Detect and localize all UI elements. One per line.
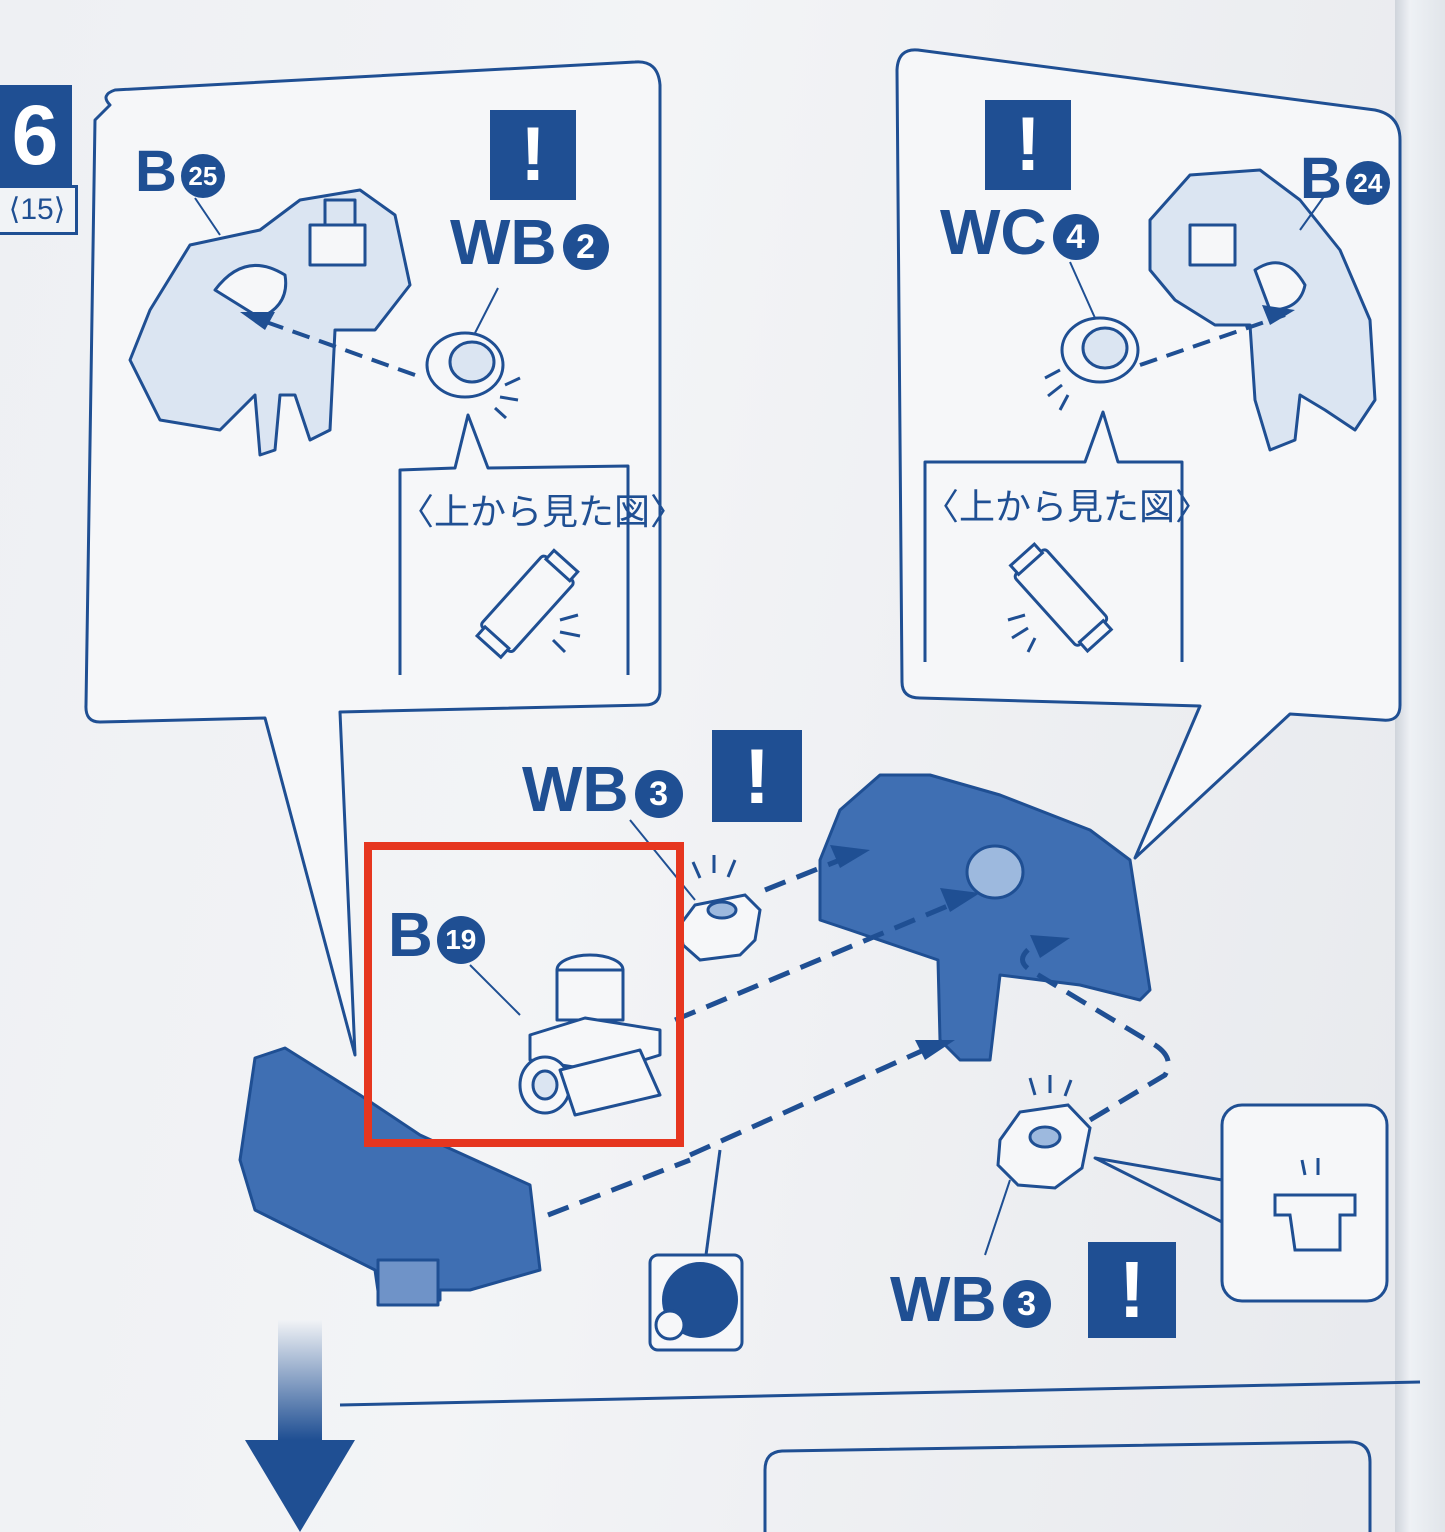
warning-icon: ! bbox=[985, 100, 1071, 190]
arrow-heads bbox=[830, 845, 1070, 1060]
step-reference: ⟨15⟩ bbox=[0, 185, 78, 235]
next-page-edge bbox=[1395, 0, 1445, 1532]
warning-icon: ! bbox=[1088, 1242, 1176, 1338]
main-body-drawing bbox=[818, 773, 1152, 1062]
arrow-down-icon bbox=[245, 1320, 355, 1532]
topview-box-left bbox=[398, 413, 630, 675]
assembly-arrow bbox=[254, 316, 416, 377]
warning-icon: ! bbox=[490, 110, 576, 200]
step-number: 6 bbox=[0, 85, 72, 185]
sticker-circle-icon bbox=[654, 1262, 738, 1341]
topview-part-left bbox=[474, 548, 580, 660]
part-wb2-drawing bbox=[425, 331, 505, 399]
part-b19-drawing bbox=[518, 953, 662, 1117]
part-b24-drawing bbox=[1148, 168, 1377, 452]
part-wc4-drawing bbox=[1060, 316, 1140, 384]
topview-box-right bbox=[923, 410, 1184, 662]
top-view-caption-left: 〈上から見た図〉 bbox=[398, 492, 687, 533]
top-view-caption-right: 〈上から見た図〉 bbox=[923, 487, 1212, 528]
arrow-head bbox=[240, 312, 275, 330]
assembly-arrow bbox=[1139, 313, 1286, 367]
part-wb3-top-drawing bbox=[678, 893, 762, 962]
topview-part-right bbox=[1008, 541, 1114, 654]
highlight-box-b19 bbox=[364, 842, 684, 1147]
warning-icon: ! bbox=[712, 730, 802, 822]
arrow-head bbox=[1262, 305, 1295, 325]
part-wb3-bottom-drawing bbox=[996, 1103, 1092, 1190]
side-view-cap-drawing bbox=[1273, 1193, 1357, 1252]
